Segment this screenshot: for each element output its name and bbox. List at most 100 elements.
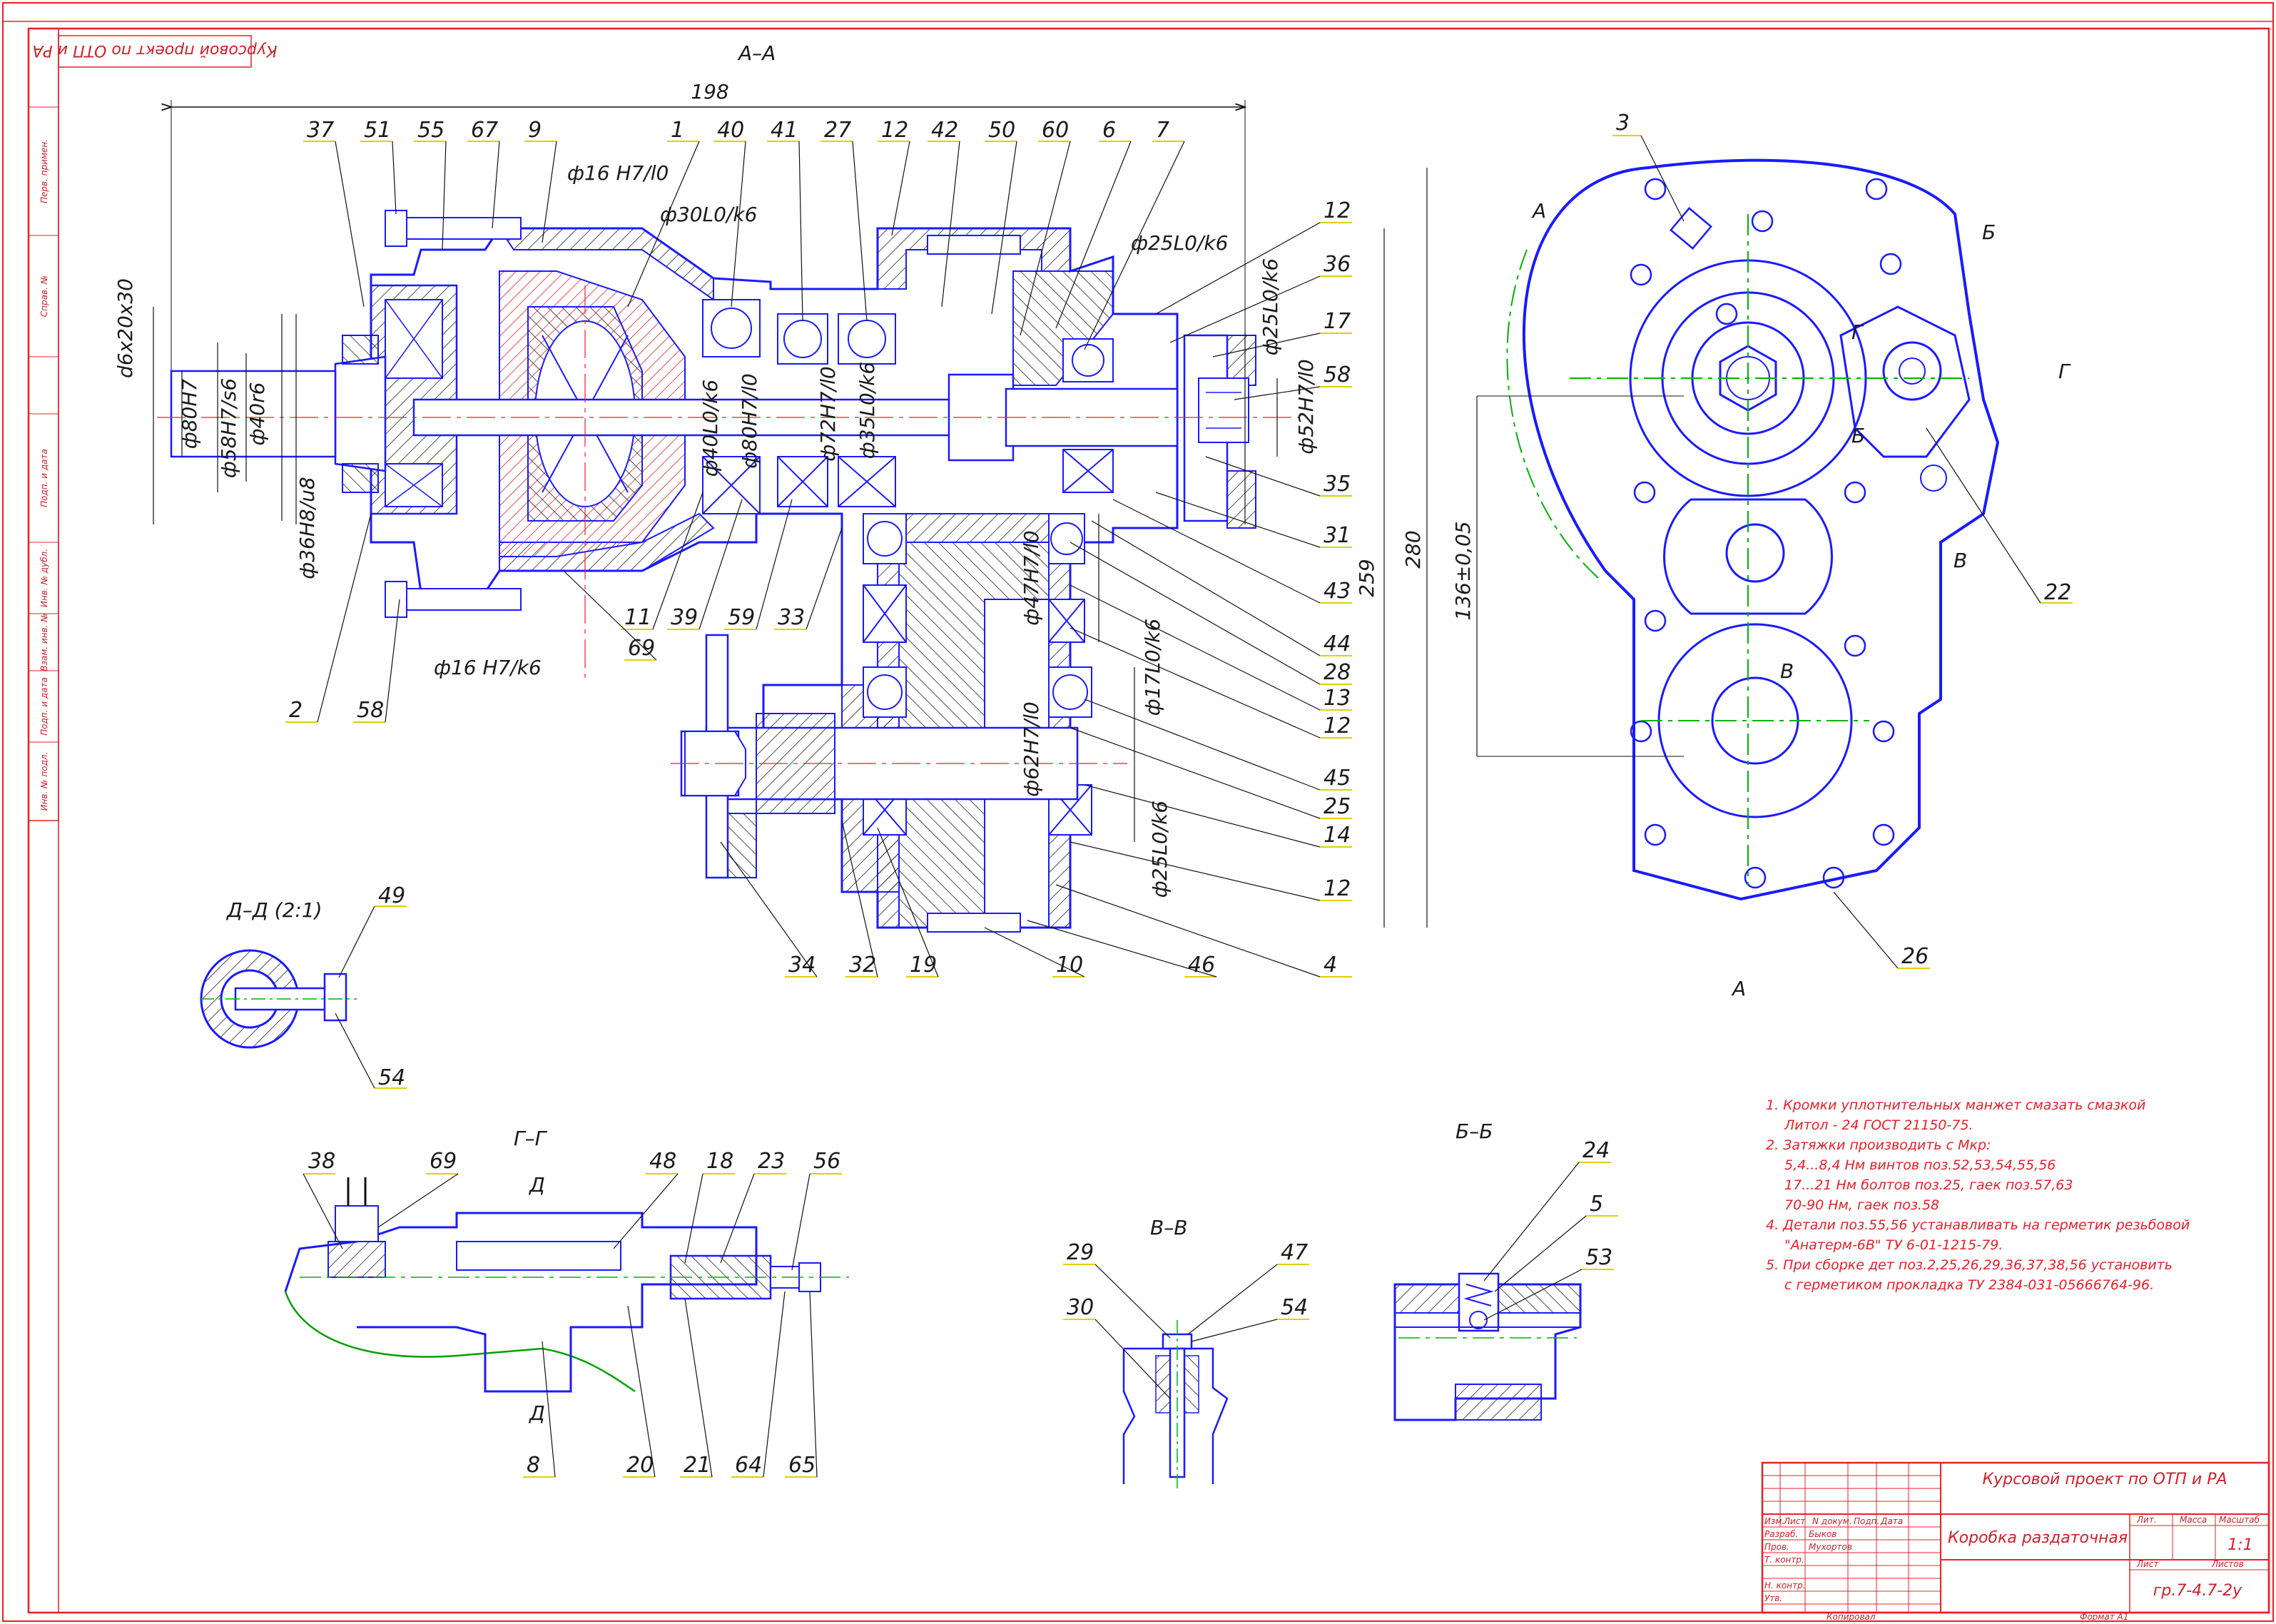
note-line: 1. Кромки уплотнительных манжет смазать …: [1766, 1097, 2146, 1113]
cut-mark-d-top: Д: [528, 1173, 545, 1197]
tb-role: Подп.: [1854, 1516, 1879, 1526]
pos-label: 7: [1156, 118, 1169, 143]
pos-label: 27: [824, 118, 851, 143]
pos-label: 54: [1281, 1295, 1308, 1320]
dim-36H8u8: ф36H8/u8: [295, 477, 319, 579]
pos-label: 49: [378, 883, 405, 908]
pos-label: 4: [1324, 953, 1337, 978]
pos-label: 1: [671, 118, 684, 143]
dim-17l0k6: ф17L0/k6: [1141, 619, 1164, 716]
pos-label: 17: [1324, 309, 1351, 334]
tb-person-role: Т. контр.: [1764, 1555, 1804, 1565]
pos-label: 41: [771, 118, 798, 143]
tb-doc-code: гр.7-4.7-2у: [2153, 1582, 2242, 1600]
pos-label: 12: [1324, 876, 1351, 901]
cut-mark-g: Г: [2058, 360, 2071, 383]
side-field-6: Подп. и дата: [39, 677, 49, 736]
pos-label: 43: [1324, 579, 1351, 604]
dim-198: 198: [691, 80, 728, 103]
tb-header: Масштаб: [2219, 1515, 2260, 1525]
pos-label: 48: [649, 1149, 676, 1174]
dim-spline: d6x20x30: [113, 278, 137, 378]
dim-16H7k6: ф16 H7/k6: [434, 656, 542, 679]
pos-label: 8: [527, 1453, 540, 1478]
pos-label: 23: [758, 1149, 785, 1174]
tb-header: Масса: [2180, 1515, 2207, 1525]
tb-role: N докум.: [1812, 1516, 1852, 1526]
note-line: 4. Детали поз.55,56 устанавливать на гер…: [1766, 1217, 2190, 1233]
pos-label: 40: [717, 118, 744, 143]
dim-40l0k6: ф40L0/k6: [698, 380, 722, 477]
pos-label: 20: [626, 1453, 654, 1478]
pos-label: 44: [1324, 631, 1351, 656]
pos-label: 26: [1901, 944, 1929, 969]
pos-label: 9: [528, 118, 542, 143]
dim-35l0k6: ф35L0/k6: [855, 362, 879, 459]
section-dd-view: Д–Д (2:1) 49 54: [200, 883, 407, 1090]
pos-label: 19: [910, 953, 937, 978]
pos-label: 54: [378, 1065, 405, 1090]
section-bb-view: Б–Б 24 5 53: [1393, 1120, 1618, 1421]
tb-person-role: Пров.: [1764, 1542, 1789, 1552]
pos-label: 35: [1324, 472, 1351, 497]
section-bb-title: Б–Б: [1455, 1120, 1493, 1143]
pos-label: 36: [1324, 252, 1351, 277]
pos-label: 33: [778, 605, 805, 630]
dim-25l0k6-top: ф25L0/k6: [1131, 231, 1228, 255]
tb-sheets: Листов: [2211, 1559, 2244, 1569]
top-row-labels: 37 51 55 67 9 1 40 41 27 12 42 50 60 6 7: [307, 118, 1169, 143]
pos-label: 28: [1324, 660, 1351, 685]
pos-label: 12: [1324, 198, 1351, 223]
tb-person-role: Разраб.: [1764, 1529, 1798, 1539]
pos-label: 24: [1582, 1138, 1610, 1163]
pos-label: 25: [1324, 794, 1351, 819]
side-field-1: Перв. примен.: [39, 139, 49, 203]
dim-259: 259: [1355, 559, 1378, 597]
pos-label: 65: [788, 1453, 816, 1478]
pos-label: 21: [684, 1453, 711, 1478]
pos-label: 12: [881, 118, 908, 143]
pos-label: 58: [1324, 362, 1351, 387]
note-line: 2. Затяжки производить с Mкр:: [1766, 1137, 1991, 1153]
dim-80H7: ф80H7: [178, 379, 201, 450]
pos-label: 6: [1102, 118, 1116, 143]
note-line: 17...21 Нм болтов поз.25, гаек поз.57,63: [1784, 1177, 2073, 1193]
pos-label: 30: [1067, 1295, 1094, 1320]
dim-16H7l0-top: ф16 H7/l0: [567, 161, 669, 185]
pos-label: 69: [628, 636, 655, 661]
cut-mark-b: Б: [1982, 220, 1996, 244]
title-block: Изм. Лист N докум. Подп. Дата Разраб. Бы…: [1761, 1461, 2270, 1622]
cut-mark-g2: Г: [1851, 320, 1864, 344]
section-aa-view: А–А 198: [113, 41, 1385, 978]
pos-label: 12: [1324, 714, 1351, 739]
section-aa-title: А–А: [737, 41, 776, 65]
tb-scale: 1:1: [2227, 1536, 2252, 1554]
pos-label: 13: [1324, 686, 1351, 711]
dim-62H7l0: ф62H7/l0: [1020, 701, 1043, 796]
side-field-7: Инв. № подл.: [39, 752, 49, 811]
dim-25l0k6-bot: ф25L0/k6: [1148, 801, 1172, 898]
side-field-4: Инв. № дубл.: [39, 549, 49, 607]
section-gg-view: Г–Г Д Д 38 69 48 18 23 56 8 20 21 64 65: [284, 1127, 849, 1478]
pos-label: 55: [417, 118, 444, 143]
dim-47H7l0: ф47H7/l0: [1020, 530, 1043, 625]
side-field-3: Подп. и дата: [39, 449, 49, 507]
tb-person-name: Быков: [1809, 1529, 1836, 1539]
note-line: с герметиком прокладка ТУ 2384-031-05666…: [1784, 1277, 2155, 1293]
tb-header: Лит.: [2136, 1515, 2157, 1525]
dim-center: 136±0,05: [1451, 521, 1475, 620]
pos-label: 38: [308, 1149, 335, 1174]
pos-label: 42: [931, 118, 958, 143]
note-line: Литол - 24 ГОСТ 21150-75.: [1784, 1117, 1973, 1133]
pos-label: 56: [813, 1149, 840, 1174]
pos-label: 2: [289, 698, 303, 723]
pos-label: 34: [788, 953, 816, 978]
side-field-2: Справ. №: [39, 275, 49, 317]
pos-label: 18: [706, 1149, 733, 1174]
tb-name: Коробка раздаточная: [1948, 1529, 2128, 1547]
side-view: 280 136±0,05 А А Б Б В В Г Г 3 22 26: [1401, 111, 2073, 1000]
pos-label: 14: [1324, 823, 1351, 848]
pos-label: 5: [1590, 1192, 1603, 1217]
